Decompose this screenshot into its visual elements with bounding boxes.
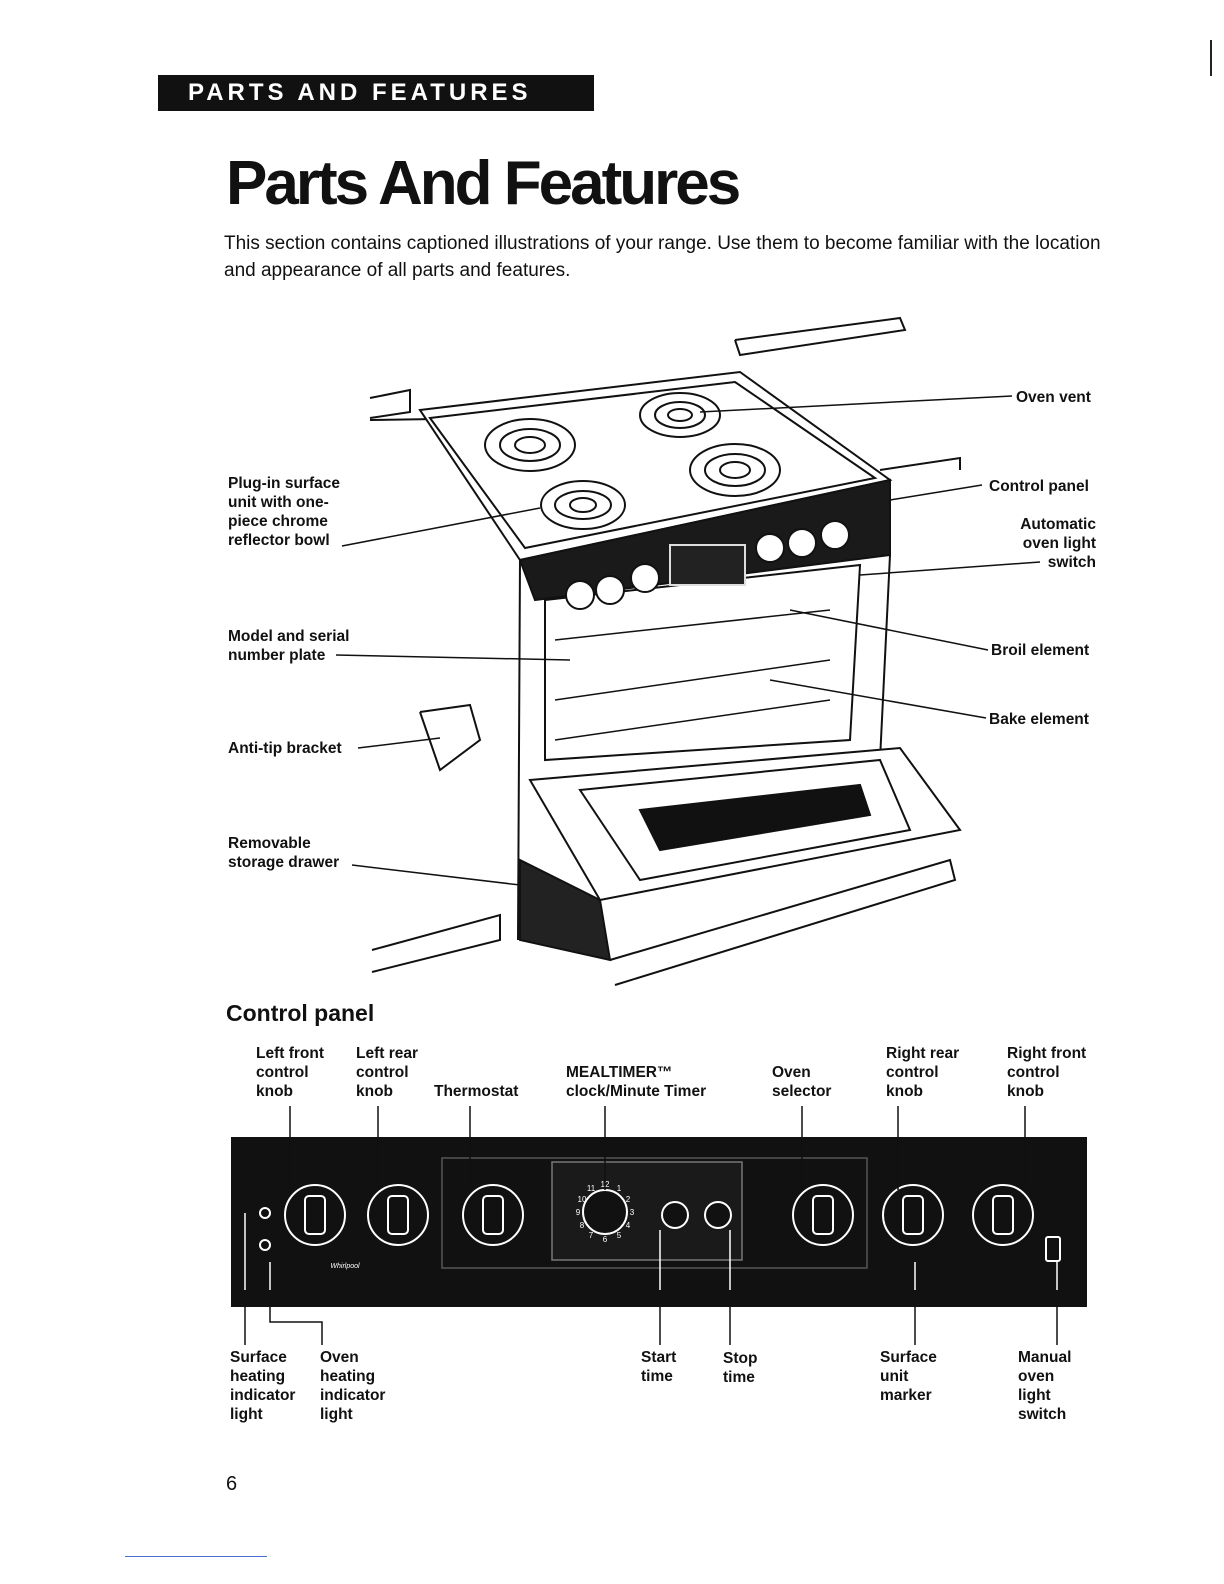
label-control-panel: Control panel — [989, 478, 1089, 495]
label-bake: Bake element — [989, 711, 1089, 728]
cp-label-right-front: Right front control knob — [1007, 1045, 1087, 1100]
label-model-plate: Model and serial number plate — [228, 628, 350, 664]
label-oven-vent: Oven vent — [1016, 389, 1091, 406]
cp-label-left-front: Left front control knob — [256, 1045, 325, 1100]
cp-label-left-rear: Left rear control knob — [356, 1045, 419, 1100]
svg-text:4: 4 — [626, 1221, 631, 1230]
label-surface-unit: Plug-in surface unit with one- piece chr… — [228, 475, 340, 549]
cp-label-oven-selector: Oven selector — [772, 1064, 832, 1100]
svg-text:5: 5 — [617, 1231, 622, 1240]
label-anti-tip: Anti-tip bracket — [228, 740, 342, 757]
cp-label-manual-switch: Manual oven light switch — [1018, 1349, 1072, 1423]
svg-text:11: 11 — [587, 1184, 596, 1193]
cp-label-mealtimer: MEALTIMER™ clock/Minute Timer — [566, 1064, 707, 1100]
edge-mark — [1210, 40, 1212, 76]
cp-label-right-rear: Right rear control knob — [886, 1045, 960, 1100]
svg-text:Whirlpool: Whirlpool — [330, 1263, 360, 1270]
section-tab: PARTS AND FEATURES — [158, 75, 594, 111]
cp-label-stop-time: Stop time — [723, 1350, 758, 1386]
page-title: Parts And Features — [226, 149, 741, 218]
svg-text:8: 8 — [580, 1221, 585, 1230]
svg-text:10: 10 — [578, 1195, 587, 1204]
control-panel-heading: Control panel — [226, 1000, 375, 1026]
label-drawer: Removable storage drawer — [228, 835, 340, 871]
cp-label-start-time: Start time — [641, 1349, 677, 1385]
cp-label-thermostat: Thermostat — [434, 1083, 519, 1100]
svg-text:7: 7 — [589, 1231, 594, 1240]
svg-text:2: 2 — [626, 1195, 631, 1204]
svg-text:6: 6 — [603, 1235, 608, 1244]
label-broil: Broil element — [991, 642, 1090, 659]
cp-label-oven-indicator: Oven heating indicator light — [320, 1349, 386, 1423]
footer-rule — [125, 1556, 267, 1557]
page-number: 6 — [226, 1473, 238, 1495]
svg-text:1: 1 — [617, 1184, 622, 1193]
svg-text:9: 9 — [576, 1208, 581, 1217]
svg-text:3: 3 — [630, 1208, 635, 1217]
intro-text: This section contains captioned illustra… — [224, 233, 1101, 281]
cp-label-unit-marker: Surface unit marker — [880, 1349, 937, 1404]
label-auto-light: Automatic oven light switch — [1020, 516, 1096, 571]
cp-label-surface-indicator: Surface heating indicator light — [230, 1349, 296, 1423]
